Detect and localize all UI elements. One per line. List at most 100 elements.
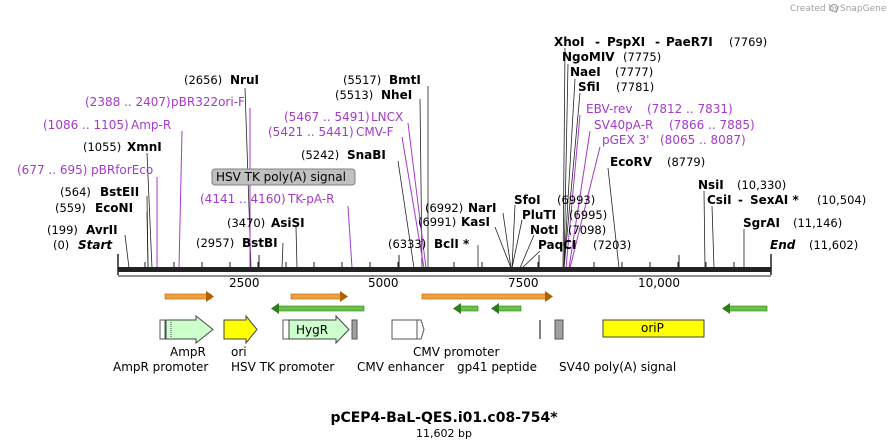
end-label: End bbox=[770, 238, 796, 252]
site-ecorv-pos: (8779) bbox=[667, 155, 705, 169]
site-paer7i[interactable]: PaeR7I bbox=[666, 35, 713, 49]
site-xhoi[interactable]: XhoI bbox=[554, 35, 585, 49]
primer-ampr-pos: (1086 .. 1105) bbox=[43, 118, 129, 132]
site-kasi[interactable]: KasI bbox=[461, 215, 490, 229]
start-label: Start bbox=[78, 238, 113, 252]
site-paqci-pos: (7203) bbox=[593, 238, 631, 252]
site-bstbi[interactable]: BstBI bbox=[242, 236, 278, 250]
sv40-label: SV40 poly(A) signal bbox=[559, 360, 676, 374]
site-econi[interactable]: EcoNI bbox=[95, 201, 133, 215]
primer-ebvrev-pos: (7812 .. 7831) bbox=[647, 102, 733, 116]
site-econi-pos: (559) bbox=[55, 201, 86, 215]
site-nhei-pos: (5513) bbox=[335, 88, 373, 102]
site-naei-pos: (7777) bbox=[615, 65, 653, 79]
primer-pbrforeco-pos: (677 .. 695) bbox=[17, 163, 87, 177]
primer-pgex3[interactable]: pGEX 3' bbox=[602, 133, 649, 147]
site-paqci[interactable]: PaqCI bbox=[538, 238, 576, 252]
callout-label: HSV TK poly(A) signal bbox=[216, 170, 346, 184]
site-csii[interactable]: CsiI bbox=[707, 193, 732, 207]
site-bcli-pos: (6333) bbox=[388, 237, 426, 251]
site-nrui-pos: (2656) bbox=[184, 73, 222, 87]
tk-polya-box[interactable] bbox=[351, 319, 358, 340]
tick-2500: 2500 bbox=[229, 276, 260, 290]
callout-box[interactable] bbox=[211, 168, 356, 186]
site-bmti[interactable]: BmtI bbox=[389, 73, 421, 87]
site-nrui[interactable]: NruI bbox=[230, 73, 259, 87]
primer-lncx[interactable]: LNCX bbox=[371, 110, 403, 124]
orf-bar-1[interactable] bbox=[164, 293, 212, 300]
primer-ebvrev[interactable]: EBV-rev bbox=[586, 102, 632, 116]
site-nsii-pos: (10,330) bbox=[737, 178, 786, 192]
orf-bar-2[interactable] bbox=[290, 293, 344, 300]
rev-orf-arrowhead-2 bbox=[453, 303, 461, 314]
site-ngomiv[interactable]: NgoMIV bbox=[562, 50, 615, 64]
site-sgrai[interactable]: SgrAI bbox=[743, 216, 780, 230]
site-noti-pos: (7098) bbox=[568, 223, 606, 237]
ampr-label: AmpR bbox=[170, 345, 206, 359]
primer-tkpar-pos: (4141 .. 4160) bbox=[200, 192, 286, 206]
primer-pbr322ori[interactable]: pBR322ori-F bbox=[171, 95, 245, 109]
site-bsteii[interactable]: BstEII bbox=[100, 185, 139, 199]
site-asisi[interactable]: AsiSI bbox=[271, 216, 305, 230]
rev-orf-bar-1[interactable] bbox=[275, 305, 365, 312]
site-sgrai-pos: (11,146) bbox=[793, 216, 842, 230]
primer-pbrforeco[interactable]: pBRforEco bbox=[91, 163, 153, 177]
site-ecorv[interactable]: EcoRV bbox=[610, 155, 653, 169]
site-xmni[interactable]: XmnI bbox=[127, 140, 162, 154]
site-sfoi[interactable]: SfoI bbox=[514, 193, 541, 207]
separator-3: - bbox=[738, 193, 743, 207]
cmv-promoter-label: CMV promoter bbox=[413, 345, 500, 359]
reverse-orf-arrows bbox=[271, 303, 768, 314]
ampr-promoter-box[interactable] bbox=[159, 319, 166, 340]
rev-orf-bar-3[interactable] bbox=[495, 305, 522, 312]
site-xmni-pos: (1055) bbox=[83, 140, 121, 154]
site-nsii[interactable]: NsiI bbox=[698, 178, 724, 192]
cmv-enhancer-box[interactable] bbox=[391, 319, 418, 340]
hsv-tk-promoter-box[interactable] bbox=[282, 319, 290, 340]
site-sexai[interactable]: SexAI * bbox=[750, 193, 799, 207]
orf-bar-3[interactable] bbox=[421, 293, 550, 300]
site-bmti-pos: (5517) bbox=[343, 73, 381, 87]
orip-feature[interactable] bbox=[602, 319, 705, 338]
site-bsteii-pos: (564) bbox=[60, 185, 91, 199]
orf-arrowhead-2 bbox=[340, 291, 348, 302]
site-sfii-pos: (7781) bbox=[616, 80, 654, 94]
site-nhei[interactable]: NheI bbox=[381, 88, 412, 102]
primer-lncx-pos: (5467 .. 5491) bbox=[284, 110, 370, 124]
site-pspxi[interactable]: PspXI bbox=[607, 35, 645, 49]
minor-ticks bbox=[144, 262, 735, 268]
ampr-feature[interactable] bbox=[165, 314, 214, 345]
major-ticks bbox=[258, 255, 680, 272]
site-paer7i-pos: (7769) bbox=[729, 35, 767, 49]
primer-cmvf[interactable]: CMV-F bbox=[356, 125, 394, 139]
hygr-label: HygR bbox=[296, 323, 328, 337]
separator-1: - bbox=[595, 35, 600, 49]
start-pos: (0) bbox=[53, 238, 69, 252]
orf-arrowhead-1 bbox=[206, 291, 214, 302]
primer-tkpar[interactable]: TK-pA-R bbox=[287, 192, 335, 206]
sv40-polya-box[interactable] bbox=[554, 319, 564, 340]
cmv-promoter-box[interactable] bbox=[416, 319, 425, 340]
end-pos: (11,602) bbox=[809, 238, 858, 252]
site-sfii[interactable]: SfiI bbox=[578, 80, 600, 94]
ampr-promoter-label: AmpR promoter bbox=[113, 360, 208, 374]
rev-orf-arrowhead-1 bbox=[271, 303, 279, 314]
tick-10000: 10,000 bbox=[638, 276, 680, 290]
site-bcli[interactable]: BclI * bbox=[434, 237, 470, 251]
primer-ampr[interactable]: Amp-R bbox=[131, 118, 171, 132]
ori-feature[interactable] bbox=[223, 314, 258, 345]
primer-sv40par[interactable]: SV40pA-R bbox=[594, 118, 653, 132]
site-pluti[interactable]: PluTI bbox=[522, 208, 556, 222]
site-naei[interactable]: NaeI bbox=[570, 65, 601, 79]
credit-text: Created by bbox=[790, 4, 840, 14]
site-nari[interactable]: NarI bbox=[468, 201, 497, 215]
site-bstbi-pos: (2957) bbox=[196, 236, 234, 250]
rev-orf-arrowhead-3 bbox=[491, 303, 499, 314]
rev-orf-bar-4[interactable] bbox=[726, 305, 768, 312]
hsv-tk-promoter-label: HSV TK promoter bbox=[231, 360, 334, 374]
site-noti[interactable]: NotI bbox=[530, 223, 559, 237]
hygr-feature[interactable] bbox=[288, 314, 350, 345]
site-avrii[interactable]: AvrII bbox=[86, 223, 118, 237]
site-snabi[interactable]: SnaBI bbox=[347, 148, 386, 162]
